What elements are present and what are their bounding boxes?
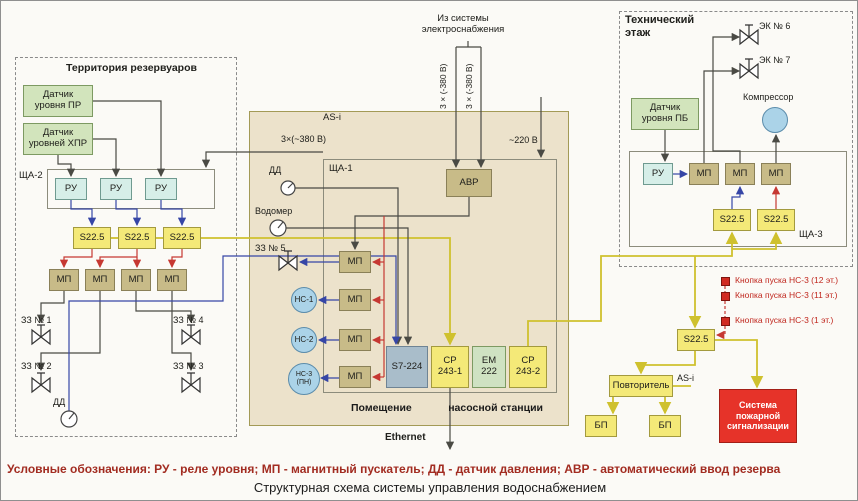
mp-box-right-2: МП bbox=[725, 163, 755, 185]
room-title-part2: насосной станции bbox=[448, 402, 543, 414]
s225-box-left-3: S22.5 bbox=[163, 227, 201, 249]
fire-button-11-label: Кнопка пуска НС-3 (11 эт.) bbox=[735, 290, 838, 300]
mp-box-left-3: МП bbox=[121, 269, 151, 291]
fire-button-12-square bbox=[721, 277, 730, 286]
ru-box-left-3: РУ bbox=[145, 178, 177, 200]
sensor-pr-box: Датчик уровня ПР bbox=[23, 85, 93, 117]
mp-box-mid-2: МП bbox=[339, 289, 371, 311]
fire-button-1-label: Кнопка пуска НС-3 (1 эт.) bbox=[735, 315, 834, 325]
reservoir-title: Территория резервуаров bbox=[66, 62, 197, 74]
fire-alarm-system-box: Система пожарной сигнализации bbox=[719, 389, 797, 443]
power-source-label: Из системы электроснабжения bbox=[421, 13, 505, 35]
bp-box-1: БП bbox=[585, 415, 617, 437]
power-380-bus-label: 3×(~380 В) bbox=[281, 134, 327, 144]
sensor-pb-box: Датчик уровня ПБ bbox=[631, 98, 699, 130]
valve4-label: ЗЗ № 4 bbox=[173, 315, 204, 325]
repeater-box: Повторитель bbox=[609, 375, 673, 397]
asi-bottom-label: AS-i bbox=[677, 373, 695, 383]
legend-text: Условные обозначения: РУ - реле уровня; … bbox=[7, 462, 781, 476]
ek6-label: ЭК № 6 bbox=[759, 21, 791, 31]
s225-box-left-2: S22.5 bbox=[118, 227, 156, 249]
power-220-label: ~220 В bbox=[509, 135, 538, 145]
room-title-part1: Помещение bbox=[351, 402, 412, 414]
fire-button-12-label: Кнопка пуска НС-3 (12 эт.) bbox=[735, 275, 839, 285]
s225-box-right-1: S22.5 bbox=[713, 209, 751, 231]
tech-floor-region bbox=[619, 11, 853, 267]
dd-mid-label: ДД bbox=[269, 165, 282, 175]
page-title: Структурная схема системы управления вод… bbox=[253, 480, 607, 495]
mp-box-left-4: МП bbox=[157, 269, 187, 291]
mp-box-mid-1: МП bbox=[339, 251, 371, 273]
mp-box-right-3: МП bbox=[761, 163, 791, 185]
ru-box-right: РУ bbox=[643, 163, 673, 185]
valve2-label: ЗЗ № 2 bbox=[21, 361, 52, 371]
mp-box-mid-3: МП bbox=[339, 329, 371, 351]
pump-ns2-circle: НС-2 bbox=[291, 327, 317, 353]
compressor-circle bbox=[762, 107, 788, 133]
shcha1-label: ЩА-1 bbox=[329, 163, 353, 174]
pump-ns1-circle: НС-1 bbox=[291, 287, 317, 313]
ethernet-label: Ethernet bbox=[385, 432, 426, 443]
sensor-hpr-box: Датчик уровней ХПР bbox=[23, 123, 93, 155]
em-222-box: ЕМ 222 bbox=[472, 346, 506, 388]
ru-box-left-1: РУ bbox=[55, 178, 87, 200]
cp-243-2-box: СР 243-2 bbox=[509, 346, 547, 388]
fire-button-1-square bbox=[721, 317, 730, 326]
power-380-feed-left-label: 3×(-380 В) bbox=[438, 63, 448, 109]
pump-ns3-circle: НС-3 (ПН) bbox=[288, 363, 320, 395]
mp-box-left-1: МП bbox=[49, 269, 79, 291]
valve3-label: ЗЗ № 3 bbox=[173, 361, 204, 371]
s225-box-right-2: S22.5 bbox=[757, 209, 795, 231]
bp-box-2: БП bbox=[649, 415, 681, 437]
plc-s7-224-box: S7-224 bbox=[386, 346, 428, 388]
asi-top-label: AS-i bbox=[323, 112, 341, 123]
cp-243-1-box: СР 243-1 bbox=[431, 346, 469, 388]
mp-box-right-1: МП bbox=[689, 163, 719, 185]
mp-box-mid-4: МП bbox=[339, 366, 371, 388]
avr-box: АВР bbox=[446, 169, 492, 197]
ru-box-left-2: РУ bbox=[100, 178, 132, 200]
s225-box-fire: S22.5 bbox=[677, 329, 715, 351]
fire-button-11-square bbox=[721, 292, 730, 301]
valve1-label: ЗЗ № 1 bbox=[21, 315, 52, 325]
mp-box-left-2: МП bbox=[85, 269, 115, 291]
room-title: Помещение насосной станции bbox=[351, 402, 543, 414]
s225-box-left-1: S22.5 bbox=[73, 227, 111, 249]
power-380-feed-right-label: 3×(-380 В) bbox=[464, 63, 474, 109]
water-meter-label: Водомер bbox=[255, 206, 293, 216]
shcha3-label: ЩА-3 bbox=[799, 229, 823, 240]
tech-floor-title: Технический этаж bbox=[625, 14, 695, 39]
valve5-label: ЗЗ № 5 bbox=[255, 243, 286, 253]
dd-left-label: ДД bbox=[53, 397, 66, 407]
ek7-label: ЭК № 7 bbox=[759, 55, 791, 65]
compressor-label: Компрессор bbox=[743, 92, 794, 102]
shcha2-label: ЩА-2 bbox=[19, 170, 43, 181]
